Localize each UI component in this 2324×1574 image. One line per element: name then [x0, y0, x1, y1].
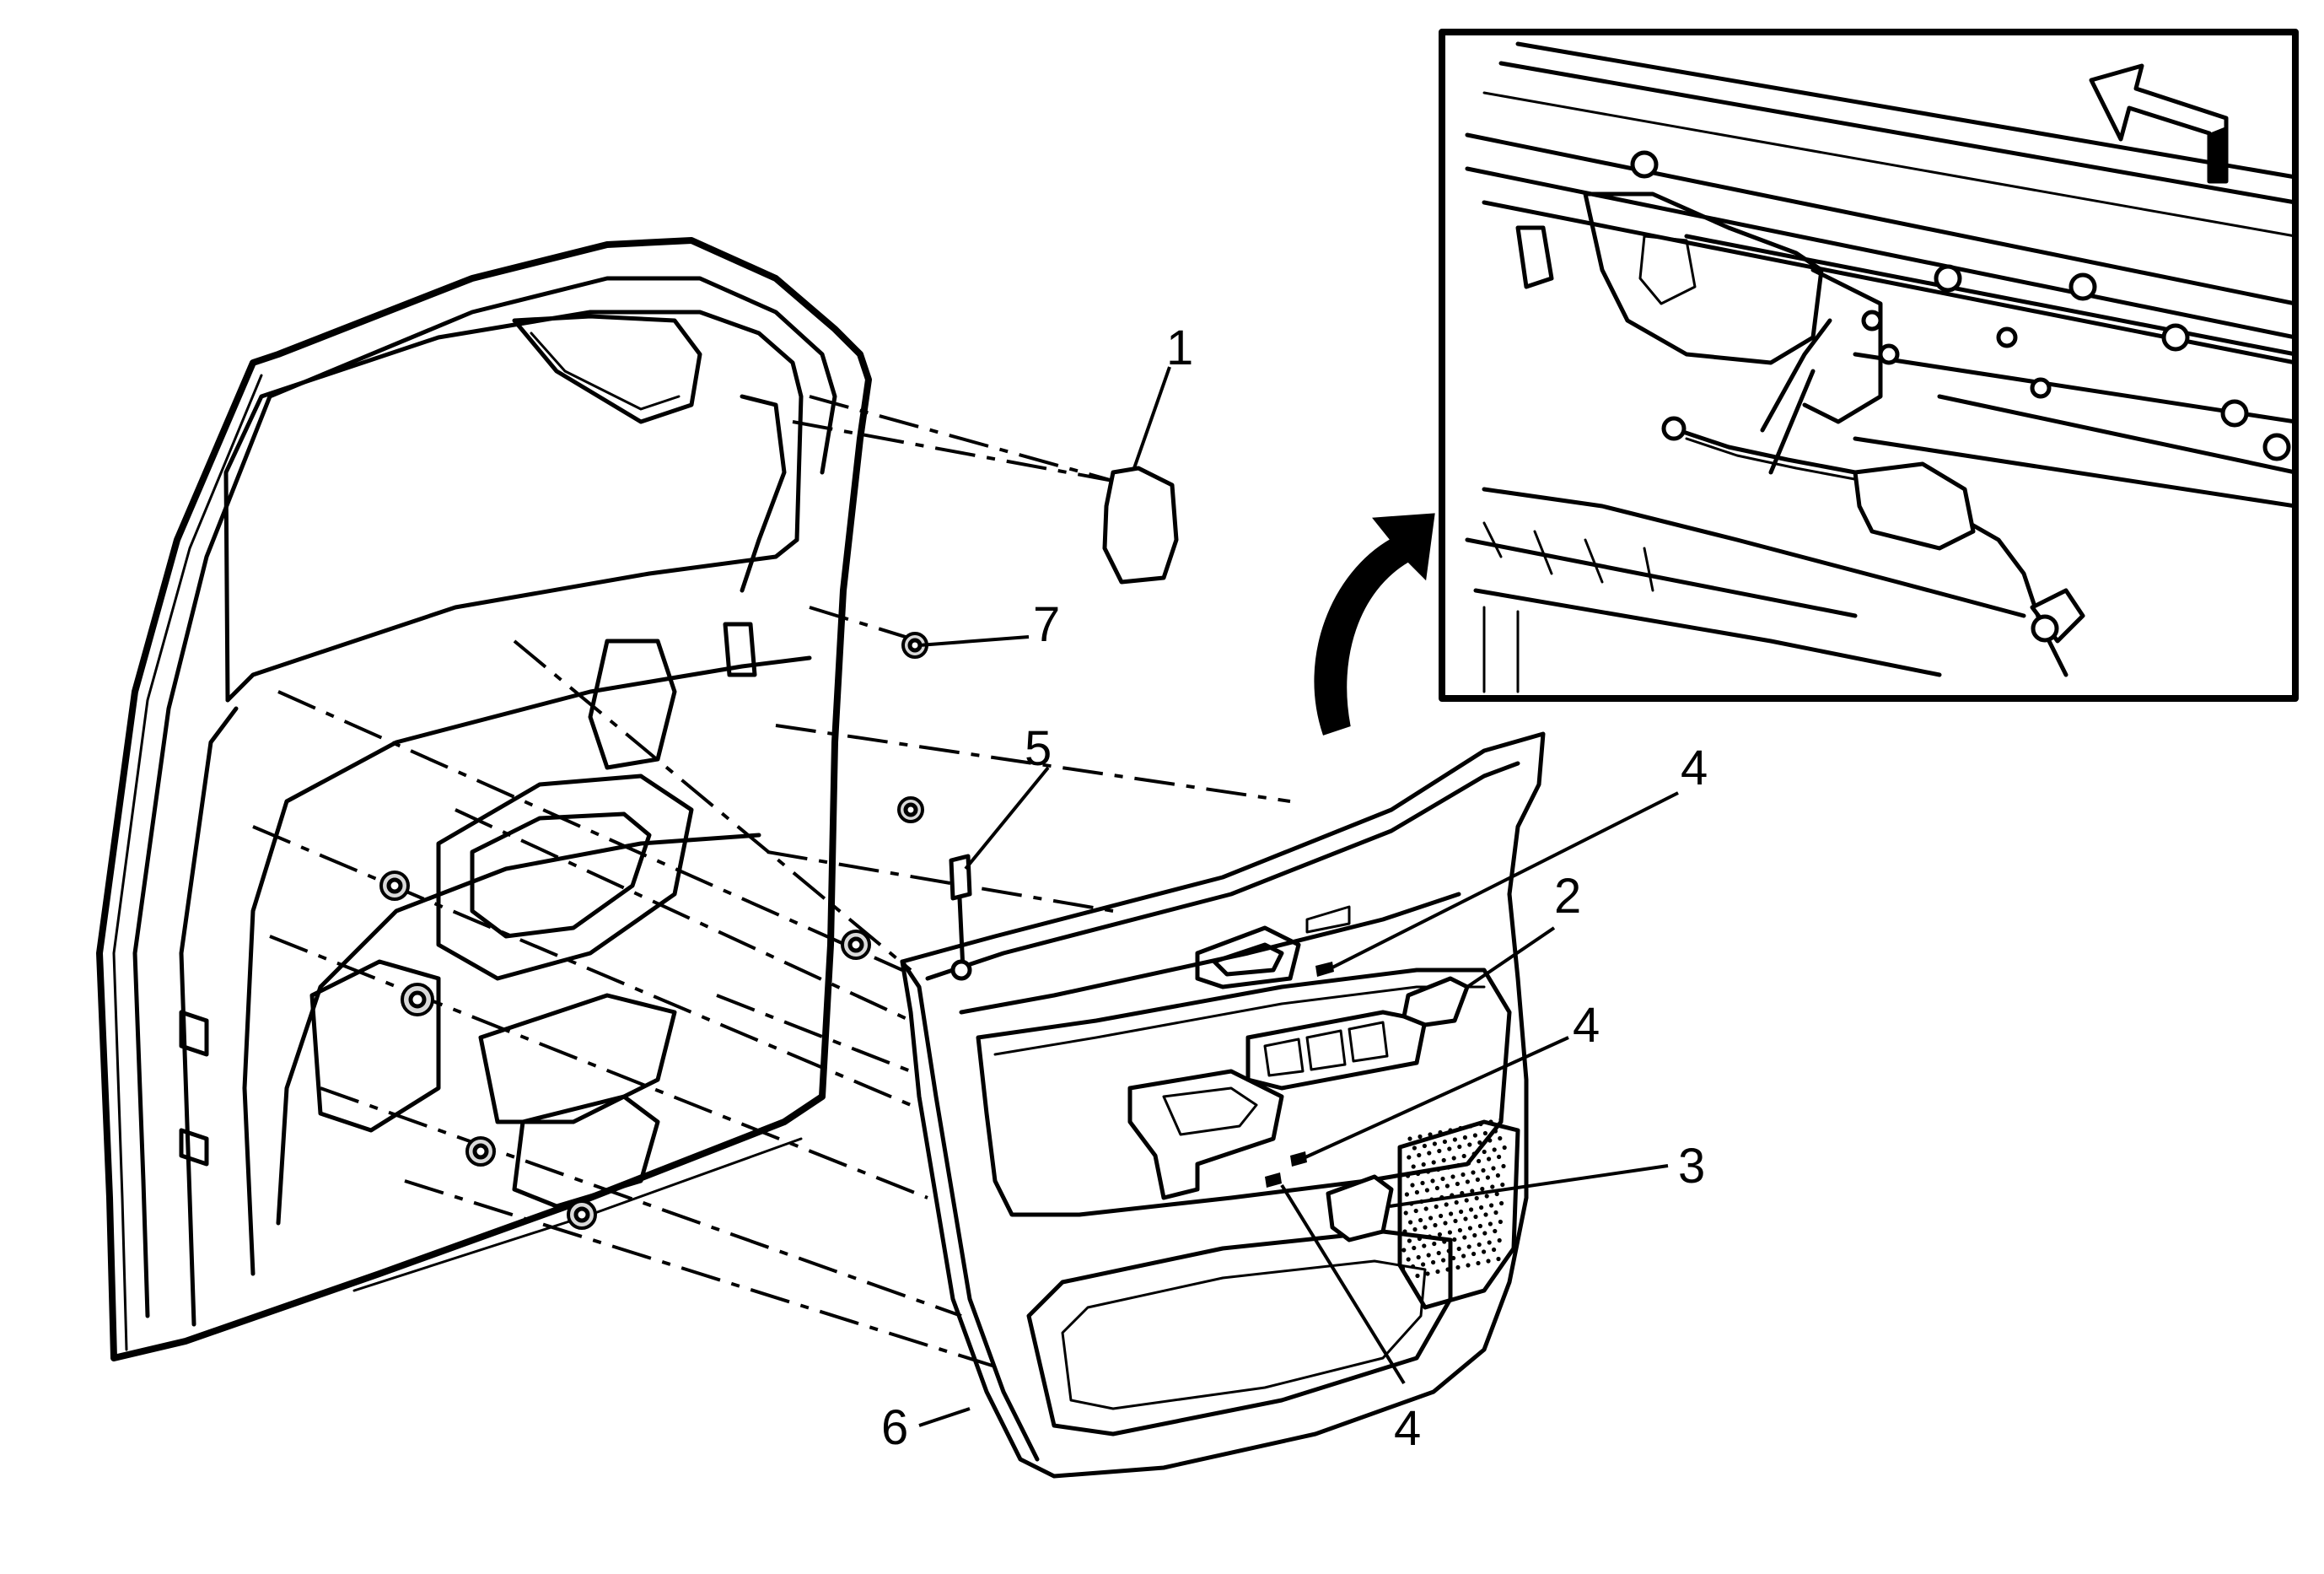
- callout-4-middle: 4: [1573, 998, 1600, 1053]
- clip-fastener: [401, 983, 434, 1016]
- clip-fastener: [897, 796, 924, 823]
- clip-fastener: [567, 1199, 597, 1230]
- callout-3: 3: [1678, 1139, 1705, 1194]
- assembly-lines: [252, 420, 1291, 1368]
- mirror-trim-cover: [809, 395, 1179, 585]
- callout-2: 2: [1554, 869, 1581, 924]
- clip-fastener: [841, 930, 871, 960]
- callout-labels: 1 2 3 4 4 4 5 6 7: [881, 321, 1708, 1456]
- callout-6: 6: [881, 1400, 908, 1455]
- screw: [1265, 1172, 1282, 1188]
- clip-fastener: [901, 632, 928, 659]
- callout-4-upper: 4: [1681, 741, 1708, 795]
- callout-7: 7: [1033, 597, 1060, 652]
- callout-1: 1: [1166, 321, 1193, 375]
- fasteners: [379, 632, 1334, 1230]
- switch-bezel-cover: [1326, 1174, 1394, 1242]
- curved-arrow-icon: [1314, 513, 1435, 736]
- callout-leaders: [918, 366, 1679, 1427]
- forward-arrow-icon: [2089, 63, 2229, 184]
- screw: [1290, 1151, 1307, 1167]
- door-frame: [96, 237, 872, 1361]
- clip-fastener: [379, 871, 410, 901]
- screw: [1315, 962, 1334, 977]
- clip-fastener: [465, 1136, 496, 1167]
- door-trim-panel: [900, 731, 1546, 1479]
- callout-4-lower: 4: [1394, 1401, 1421, 1456]
- detail-inset: [1439, 29, 2299, 702]
- callout-5: 5: [1025, 721, 1052, 776]
- handle-bezel-cover: [1401, 976, 1470, 1027]
